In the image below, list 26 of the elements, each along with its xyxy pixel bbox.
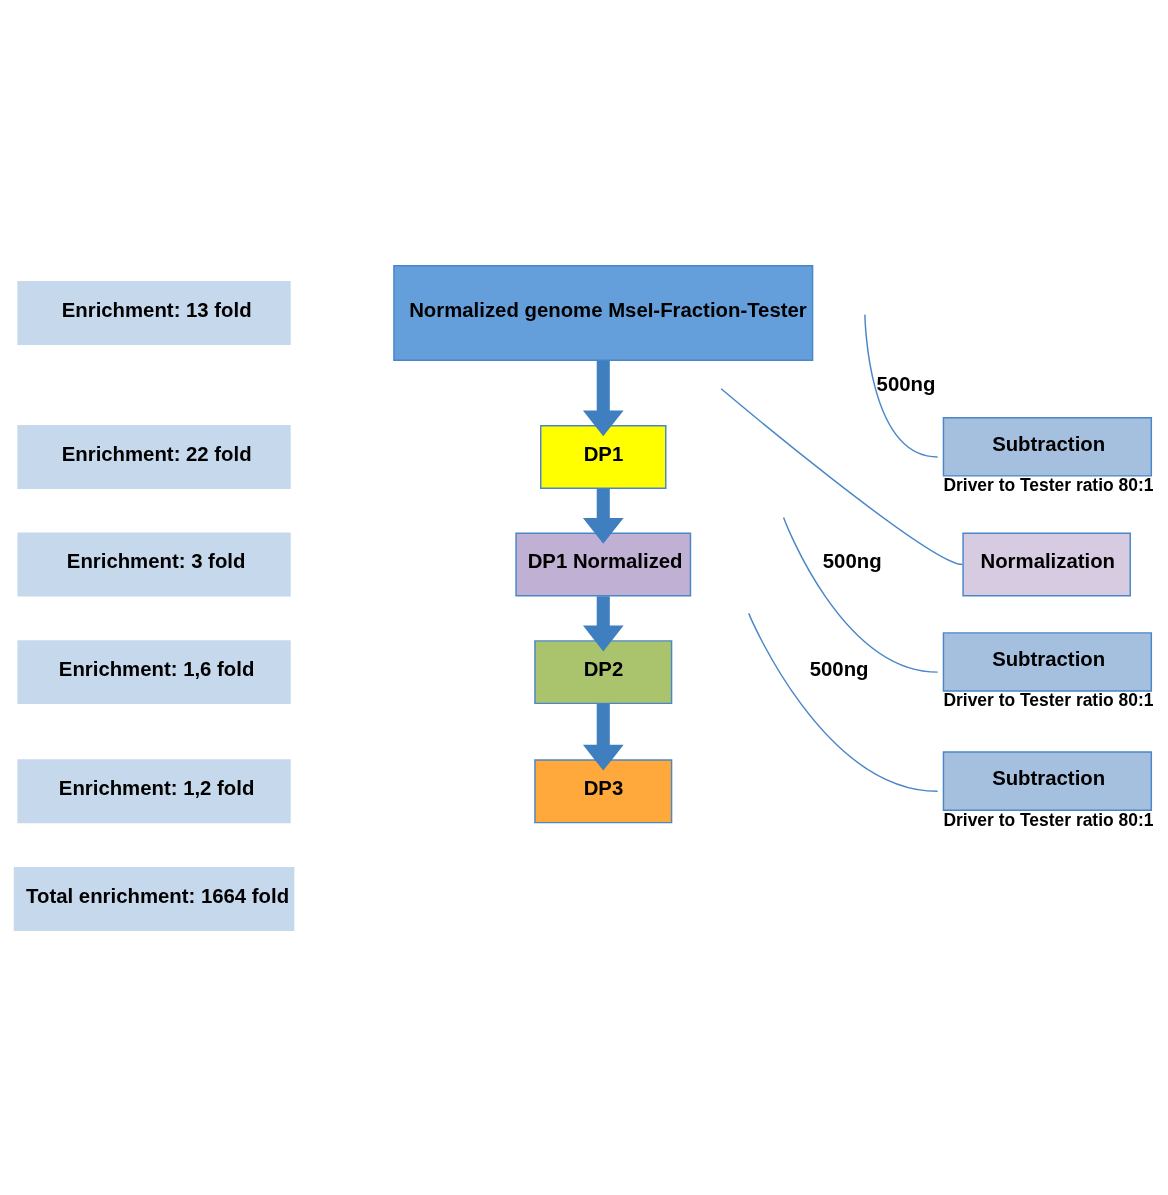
node-box: Normalization: [962, 532, 1131, 597]
node-box: DP3: [534, 758, 673, 823]
node-box: Total enrichment: 1664 fold: [13, 866, 295, 931]
node-label: Driver to Tester ratio 80:1: [943, 474, 1154, 495]
connector: [782, 516, 939, 673]
edge-label: 500ng: [876, 372, 936, 395]
arrow: [582, 360, 624, 436]
arrow: [582, 703, 624, 771]
node-box: Enrichment: 13 fold: [17, 280, 291, 345]
node-box: Enrichment: 1,6 fold: [17, 639, 291, 704]
node-label: Driver to Tester ratio 80:1: [943, 809, 1154, 830]
connector: [747, 612, 939, 792]
node-box: Enrichment: 1,2 fold: [17, 758, 291, 823]
node-label: Driver to Tester ratio 80:1: [943, 689, 1154, 710]
arrow: [582, 595, 624, 651]
connector: [720, 387, 964, 565]
node-box: Enrichment: 3 fold: [17, 532, 291, 597]
node-box: Enrichment: 22 fold: [17, 424, 291, 489]
arrow: [582, 488, 624, 544]
connector: [864, 313, 939, 458]
node-box: DP1: [540, 424, 667, 489]
node-box: DP1 Normalized: [515, 532, 692, 597]
edge-label: 500ng: [809, 657, 869, 680]
node-box: Normalized genome MseI-Fraction-Tester: [393, 264, 814, 361]
node-box: DP2: [534, 639, 673, 704]
edge-label: 500ng: [822, 549, 882, 572]
